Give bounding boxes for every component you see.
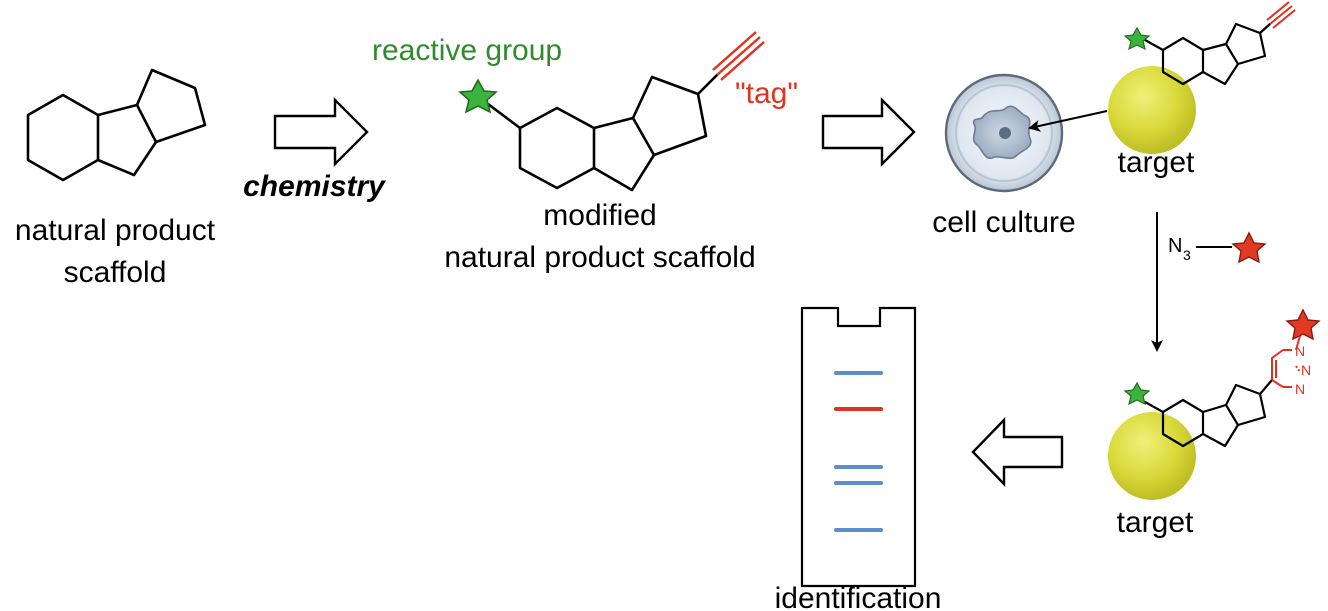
- azide-subscript-label: 3: [1183, 247, 1191, 263]
- tag-label: "tag": [735, 77, 798, 110]
- reactive-group-star: [458, 78, 498, 114]
- bound-probe-bottom: [1143, 378, 1274, 448]
- alkyne-tag-top: [1266, 1, 1296, 29]
- target-sphere-bottom: [1108, 412, 1196, 500]
- bound-probe-top: [1143, 22, 1272, 86]
- target-label-top: target: [1118, 146, 1195, 179]
- chemistry-arrow: [273, 97, 369, 167]
- natural-product-label-line1: natural product: [15, 214, 216, 247]
- identification-label: identification: [775, 582, 942, 611]
- triazole-ring: [1271, 324, 1304, 388]
- triazole-n1-label: N: [1295, 343, 1305, 359]
- reporter-star-bound: [1285, 308, 1321, 341]
- cell-culture-dish: [944, 73, 1064, 193]
- gel-lane: [800, 306, 917, 588]
- target-label-bottom: target: [1117, 506, 1194, 539]
- modified-scaffold-structure: [486, 73, 719, 192]
- natural-product-label-line2: scaffold: [64, 256, 167, 289]
- arrow-to-identification: [971, 417, 1064, 487]
- chemistry-label: chemistry: [243, 170, 386, 203]
- triazole-n2-label: N: [1301, 362, 1311, 378]
- alkyne-tag: [712, 31, 765, 81]
- arrow-to-cell-culture: [821, 97, 916, 167]
- reactive-group-star-bottom: [1123, 381, 1151, 406]
- cell-culture-label: cell culture: [932, 206, 1075, 239]
- gel-bands: [834, 371, 883, 532]
- reactive-group-star-top: [1123, 26, 1151, 51]
- target-sphere-top: [1108, 66, 1196, 154]
- azide-reagent: N 3: [1168, 231, 1267, 264]
- azide-n-label: N: [1168, 235, 1182, 257]
- modified-label-line2: natural product scaffold: [444, 241, 755, 274]
- triazole-n3-label: N: [1295, 381, 1305, 397]
- natural-product-scaffold-structure: [26, 68, 207, 182]
- modified-label-line1: modified: [543, 199, 656, 232]
- reporter-star-reagent: [1231, 231, 1267, 264]
- reactive-group-label: reactive group: [372, 34, 562, 67]
- uptake-arrow: [1028, 110, 1108, 132]
